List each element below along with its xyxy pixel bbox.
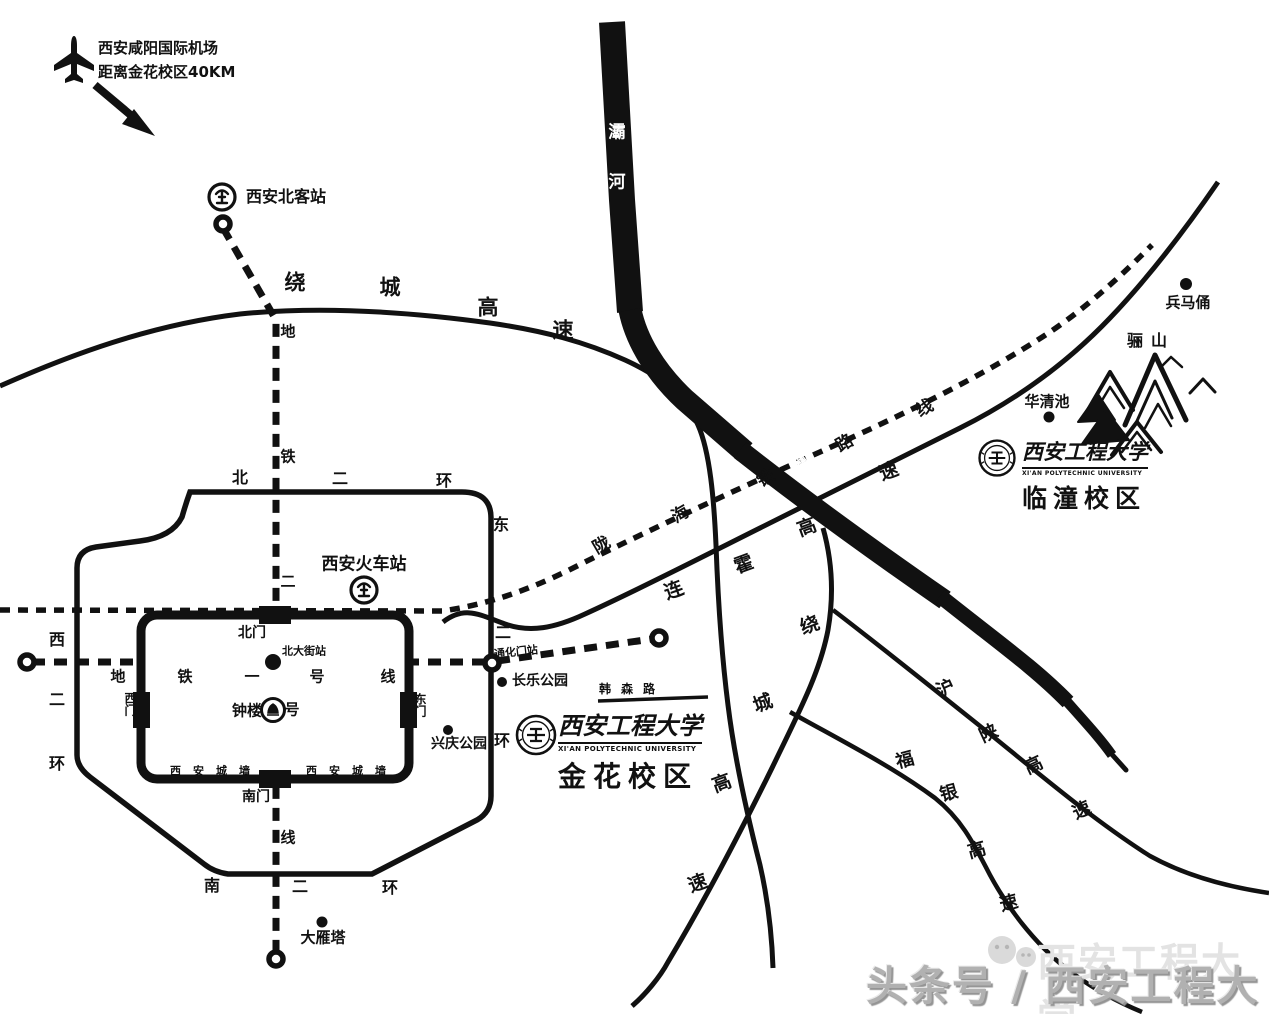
metro2-south-terminus [269, 952, 283, 966]
airport-note-line2: 距离金花校区40KM [98, 63, 236, 81]
raocheng-north-char-4: 速 [552, 318, 574, 343]
metro1-east-terminus [652, 631, 666, 645]
metro1-char-3: 一 [244, 667, 260, 686]
railway-station-label: 西安火车站 [321, 554, 407, 575]
campus-lintong-name: 临潼校区 [1022, 484, 1147, 513]
north-station-label: 西安北客站 [245, 187, 327, 206]
bell-tower-icon [260, 697, 286, 723]
xian-railway-station-icon [349, 575, 379, 605]
dayanta-marker [316, 916, 328, 928]
campus-jinhua-en: XI'AN POLYTECHNIC UNIVERSITY [558, 742, 702, 753]
lishan-mountains [1077, 352, 1217, 457]
airport-note: 西安咸阳国际机场 距离金花校区40KM [98, 36, 235, 84]
metro2-char-3: 二 [280, 572, 296, 591]
university-seal-jinhua [515, 714, 557, 756]
campus-jinhua-cn: 西安工程大学 [558, 714, 702, 740]
beidajie-station-label: 北大街站 [282, 644, 326, 658]
bell-tower-label: 钟楼 [231, 701, 263, 720]
watermark-text: 头条号 / 西安工程大学 [866, 962, 1260, 1010]
gate-north [259, 606, 291, 624]
metro2-char-4: 号 [284, 700, 300, 719]
ring2-west-char-3: 环 [48, 754, 66, 773]
metro2-char-5: 线 [280, 828, 296, 847]
huaqing-label: 华清池 [1024, 392, 1070, 411]
campus-jinhua-name: 金花校区 [558, 760, 699, 793]
city-wall [133, 606, 417, 788]
ring2-north-char-3: 环 [435, 471, 453, 490]
metro1-west-terminus [20, 655, 34, 669]
bahe-river-char-v2: 河 [608, 172, 626, 193]
ring2-south-char-1: 南 [203, 876, 221, 895]
gate-north-label: 北门 [238, 625, 266, 641]
ring2-east-char-2: 二 [494, 623, 512, 642]
gate-east [400, 692, 417, 728]
metro1-char-1: 地 [110, 667, 126, 686]
xingqing-park-marker [443, 725, 453, 735]
campus-lintong-en: XI'AN POLYTECHNIC UNIVERSITY [1022, 467, 1148, 477]
watermark-ghost: 西安工程大学 [1037, 941, 1243, 1014]
hansen-road [597, 695, 709, 703]
gate-west-label: 西门 [123, 692, 137, 716]
lishan-label: 骊山 [1126, 331, 1176, 350]
gate-east-label: 东门 [413, 693, 427, 717]
citywall-label-2: 西安城墙 [306, 764, 398, 778]
metro2-north-terminus [216, 217, 230, 231]
raocheng-north-char-3: 高 [477, 295, 499, 320]
beidajie-station-marker [265, 654, 281, 670]
ring2-west-char-1: 西 [48, 630, 66, 649]
ring2-west-char-2: 二 [48, 690, 66, 709]
terracotta-label: 兵马俑 [1165, 293, 1211, 312]
metro2-char-1: 地 [280, 322, 296, 341]
metro-line-2 [219, 226, 280, 952]
university-seal-lintong [978, 439, 1016, 477]
fuyin-expressway [788, 710, 1143, 1014]
ring2-south-char-2: 二 [291, 877, 309, 896]
metro1-char-5: 线 [380, 667, 396, 686]
campus-lintong: 西安工程大学 XI'AN POLYTECHNIC UNIVERSITY 临潼校区 [1022, 436, 1148, 515]
campus-jinhua: 西安工程大学 XI'AN POLYTECHNIC UNIVERSITY 金花校区 [558, 706, 702, 795]
raocheng-north-char-2: 城 [379, 275, 401, 300]
changle-park-marker [497, 677, 507, 687]
ba-river [599, 21, 1129, 773]
airport-direction-arrow [92, 81, 155, 136]
ring2-north-char-1: 北 [231, 468, 249, 487]
metro1-char-2: 铁 [177, 667, 193, 686]
gate-south [259, 770, 291, 788]
hansen-road-label: 韩森路 [598, 682, 666, 696]
metro2-char-2: 铁 [280, 447, 296, 466]
north-railway-station-icon [207, 182, 237, 212]
changle-park-label: 长乐公园 [512, 673, 568, 689]
airport-note-line1: 西安咸阳国际机场 [98, 39, 219, 57]
ring2-east-char-3: 环 [493, 731, 511, 750]
huaqing-marker [1043, 411, 1055, 423]
airplane-icon [54, 36, 94, 83]
bahe-river-char-v1: 灞 [608, 122, 626, 143]
citywall-label-1: 西安城墙 [170, 764, 262, 778]
campus-lintong-cn: 西安工程大学 [1022, 440, 1148, 464]
ring2-north-char-2: 二 [331, 469, 349, 488]
metro1-char-4: 号 [309, 667, 325, 686]
gate-south-label: 南门 [242, 789, 270, 805]
dayanta-label: 大雁塔 [300, 928, 346, 947]
hushaan-expressway [831, 608, 1269, 896]
raocheng-expressway-east [630, 527, 834, 1008]
ring2-east-char-1: 东 [492, 515, 510, 534]
longhai-railway [0, 243, 1154, 614]
raocheng-north-char-1: 绕 [284, 270, 306, 295]
ring2-south-char-3: 环 [381, 878, 399, 897]
gate-west [133, 692, 150, 728]
terracotta-marker [1180, 278, 1192, 290]
second-ring-road [74, 489, 494, 877]
xingqing-park-label: 兴庆公园 [431, 736, 487, 752]
